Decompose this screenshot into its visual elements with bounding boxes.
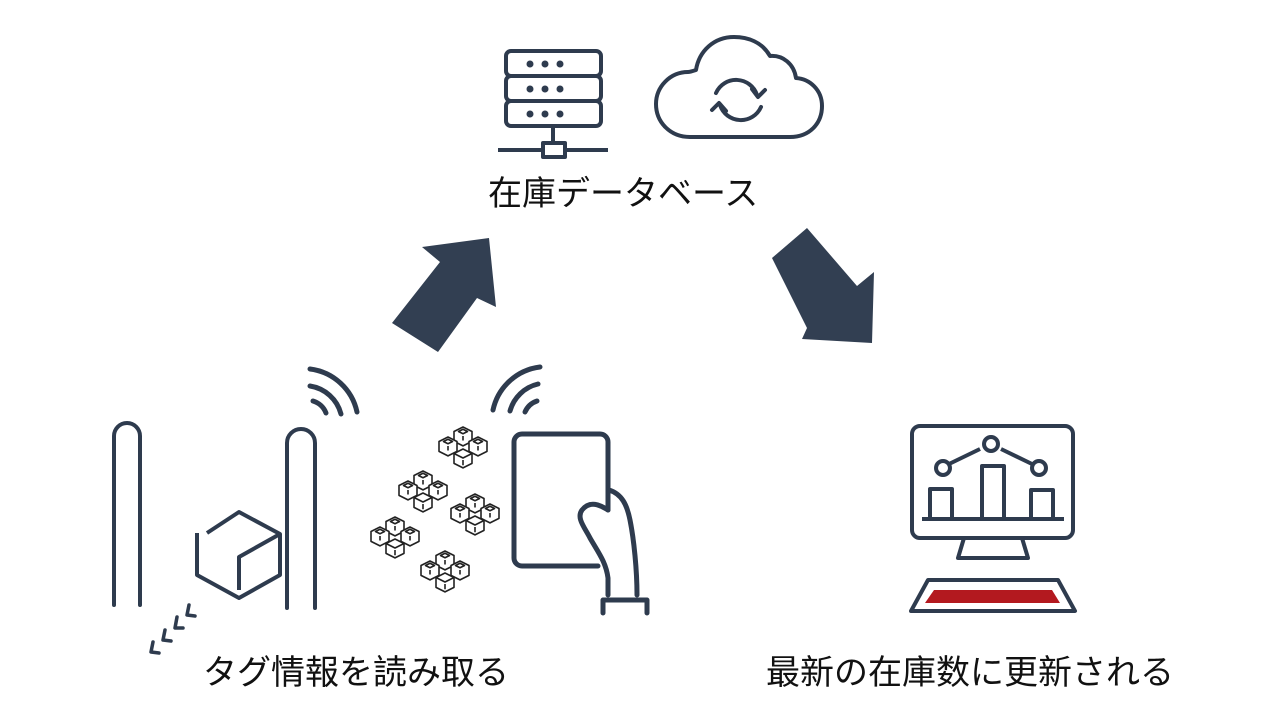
mini-box-icon	[480, 503, 500, 524]
arrow-down-right-icon	[772, 228, 874, 343]
read-tags-label: タグ情報を読み取る	[203, 653, 509, 693]
cloud-sync-icon	[654, 35, 824, 139]
keyboard-icon	[909, 578, 1077, 613]
monitor-chart-icon	[910, 424, 1075, 560]
mini-box-icon	[435, 572, 455, 593]
mini-box-icon	[413, 492, 433, 513]
server-icon	[498, 49, 608, 159]
box-cluster-icon	[370, 426, 500, 593]
rfid-gate-icon	[112, 421, 317, 610]
update-inventory-label: 最新の在庫数に更新される	[766, 653, 1174, 693]
handheld-reader-icon	[511, 431, 650, 616]
mini-box-icon	[468, 436, 488, 457]
mini-box-icon	[465, 515, 485, 536]
signal-waves-icon	[307, 366, 360, 417]
database-label: 在庫データベース	[488, 174, 759, 214]
motion-chevrons-icon	[149, 603, 197, 655]
package-icon	[195, 510, 282, 600]
mini-box-icon	[385, 538, 405, 559]
mini-box-icon	[438, 436, 458, 457]
mini-box-icon	[450, 503, 470, 524]
arrow-up-right-icon	[392, 238, 496, 352]
reader-signal-waves-icon	[490, 364, 543, 415]
mini-box-icon	[453, 448, 473, 469]
